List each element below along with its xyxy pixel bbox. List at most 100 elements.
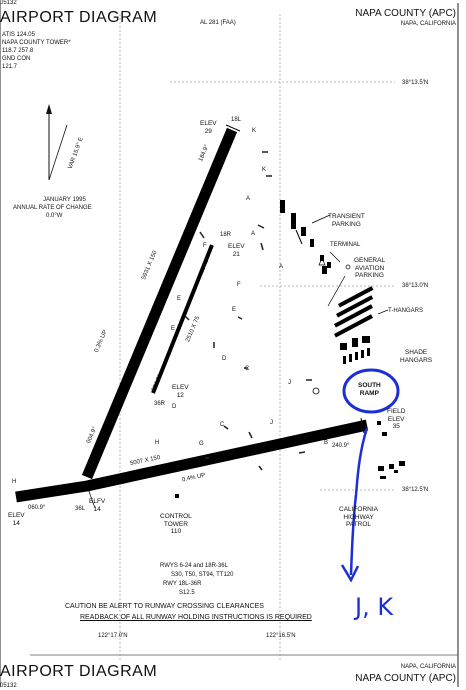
taxiway-label: B bbox=[324, 440, 329, 446]
rwy-parallel-number: 18R bbox=[220, 232, 232, 238]
footer-title: AIRPORT DIAGRAM bbox=[0, 663, 158, 680]
taxiway-label: K bbox=[262, 167, 267, 173]
footer-airport-name: NAPA COUNTY (APC) bbox=[355, 673, 456, 684]
shade-hangar bbox=[355, 352, 358, 360]
taxiway-label: C bbox=[245, 366, 250, 372]
strength-line-1: RWYS 6-24 and 18R-36L bbox=[160, 563, 228, 569]
shade-hangar bbox=[361, 350, 364, 358]
south-ramp-circle-annotation bbox=[342, 368, 400, 414]
building bbox=[394, 470, 398, 473]
label-terminal: TERMINAL bbox=[330, 242, 361, 248]
taxiway-label: J bbox=[270, 420, 273, 426]
strength-line-3: RWY 18L-36R bbox=[163, 581, 202, 587]
handwritten-annotation: J, K bbox=[355, 593, 394, 621]
windsock-icon bbox=[318, 257, 326, 266]
taxiway-label: E bbox=[171, 326, 176, 332]
transient-leader bbox=[311, 214, 331, 224]
caution-line-2: READBACK OF ALL RUNWAY HOLDING INSTRUCTI… bbox=[80, 614, 312, 621]
shade-hangar bbox=[343, 356, 346, 364]
building bbox=[377, 421, 381, 425]
building bbox=[301, 227, 306, 236]
annotation-arrow-line bbox=[349, 427, 369, 576]
building bbox=[352, 338, 358, 347]
t-hangar bbox=[334, 304, 373, 328]
strength-line-4: S12.5 bbox=[179, 590, 195, 596]
magnetic-north-line bbox=[48, 124, 68, 181]
label-transient-parking: TRANSIENT PARKING bbox=[328, 213, 365, 228]
elev-leader bbox=[86, 485, 96, 509]
annotation-arrowhead-icon bbox=[340, 564, 360, 583]
rwy-cross-heading: 240.9° bbox=[332, 443, 350, 449]
label-t-hangars: T-HANGARS bbox=[388, 308, 424, 314]
runway-threshold-mark bbox=[360, 417, 365, 434]
freq-ground: GND CON bbox=[2, 56, 31, 62]
rwy-main-number: 18L bbox=[231, 117, 242, 123]
building bbox=[291, 213, 296, 229]
building bbox=[382, 432, 387, 436]
beacon-icon bbox=[312, 387, 320, 395]
shade-hangar bbox=[367, 348, 370, 356]
label-highway-patrol: CALIFORNIA HIGHWAY PATROL bbox=[339, 506, 379, 528]
mag-date: JANUARY 1995 bbox=[43, 197, 86, 203]
building bbox=[378, 466, 384, 471]
lat-top: 38°13.5'N bbox=[402, 80, 429, 86]
ramp-buildings bbox=[280, 200, 405, 479]
taxiway-label: A bbox=[246, 196, 251, 202]
rwy-parallel-low-elev: ELEV 12 bbox=[172, 384, 189, 399]
star-marker-icon bbox=[345, 264, 351, 270]
lat-bottom: 38°12.5'N bbox=[402, 487, 429, 493]
taxiway-label: A bbox=[279, 264, 284, 270]
shade-hangar bbox=[349, 354, 352, 362]
taxiway-label: C bbox=[220, 422, 225, 428]
taxiway-label: J bbox=[288, 380, 291, 386]
taxiway-label: G bbox=[199, 441, 204, 447]
terminal-leader bbox=[329, 251, 341, 263]
lat-mid: 38°13.0'N bbox=[402, 283, 429, 289]
strength-line-2: S30, T50, ST94, TT120 bbox=[171, 572, 234, 578]
long-right: 122°16.5'N bbox=[266, 633, 296, 639]
label-control-tower: CONTROL TOWER 110 bbox=[160, 513, 192, 535]
building bbox=[280, 200, 285, 213]
rwy-end-elev: ELFV 14 bbox=[89, 498, 106, 513]
faa-procedure-number: AL 281 (FAA) bbox=[200, 20, 236, 26]
rwy-main-elev: ELEV 29 bbox=[200, 120, 217, 135]
rwy-parallel-low-number: 36R bbox=[154, 401, 166, 407]
airport-city: NAPA, CALIFORNIA bbox=[400, 21, 456, 27]
taxiway-marks bbox=[184, 151, 312, 471]
building bbox=[389, 464, 394, 469]
airport-name: NAPA COUNTY (APC) bbox=[355, 8, 456, 19]
building bbox=[322, 266, 327, 274]
caution-line-1: CAUTION BE ALERT TO RUNWAY CROSSING CLEA… bbox=[65, 603, 264, 610]
mag-rate: 0.0°W bbox=[46, 213, 63, 219]
t-hangar bbox=[336, 295, 374, 318]
page-title: AIRPORT DIAGRAM bbox=[0, 9, 158, 26]
building bbox=[327, 262, 331, 268]
taxiway-label: A bbox=[251, 231, 256, 237]
taxiway-label: H bbox=[155, 440, 160, 446]
taxiway-label: F bbox=[203, 243, 207, 249]
control-tower-icon bbox=[175, 494, 179, 498]
taxiway-label: D bbox=[172, 404, 177, 410]
thangar-leader bbox=[377, 309, 389, 315]
runway-parallel bbox=[151, 244, 214, 394]
t-hangar bbox=[334, 314, 373, 338]
north-arrow-icon bbox=[46, 104, 52, 114]
taxiway-label: H bbox=[12, 479, 17, 485]
freq-tower: NAPA COUNTY TOWER* bbox=[2, 40, 71, 46]
doc-code: 05132 bbox=[0, 0, 17, 6]
building bbox=[340, 343, 347, 350]
label-shade-hangars: SHADE HANGARS bbox=[400, 349, 433, 364]
footer-doc-code: 05132 bbox=[0, 683, 17, 689]
label-general-aviation: GENERAL AVIATION PARKING bbox=[354, 257, 386, 279]
mag-rate-label: ANNUAL RATE OF CHANGE bbox=[13, 205, 92, 211]
footer-city: NAPA, CALIFORNIA bbox=[400, 664, 456, 670]
building bbox=[380, 476, 386, 479]
field-elevation: FIELD ELEV 35 bbox=[387, 408, 406, 430]
building bbox=[399, 461, 405, 466]
runway-main bbox=[81, 127, 238, 480]
long-left: 122°17.0'N bbox=[98, 633, 128, 639]
taxiway-label: F bbox=[237, 282, 241, 288]
label-south-ramp: SOUTH RAMP bbox=[358, 382, 381, 397]
freq-tower-values: 118.7 257.8 bbox=[2, 48, 34, 54]
